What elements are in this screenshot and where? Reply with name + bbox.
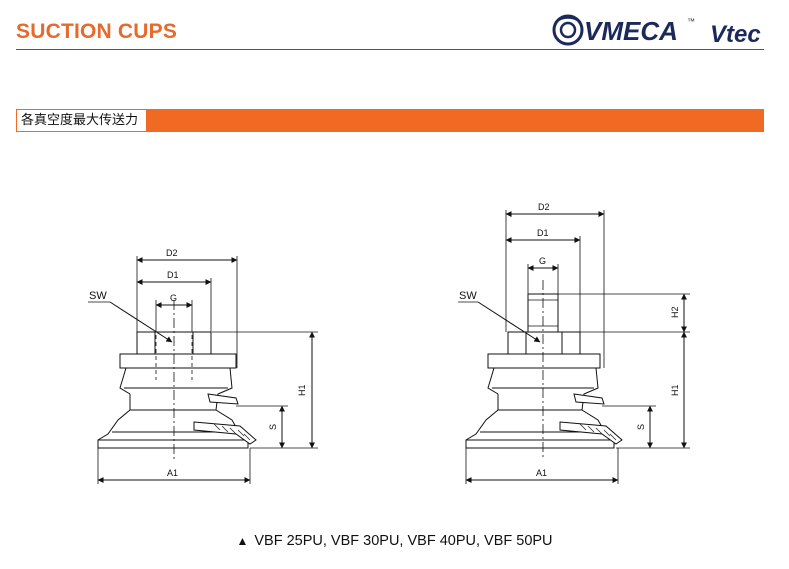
header-divider — [16, 49, 764, 50]
dim-sw-right: SW — [459, 290, 477, 302]
dim-a1-right: A1 — [536, 468, 547, 478]
cup-left-body — [97, 331, 257, 449]
dim-g-left: G — [170, 293, 177, 303]
technical-drawing: D2 D1 G SW H1 S A1 — [88, 202, 690, 484]
dim-h1-right: H1 — [670, 384, 680, 396]
drawing-right-labels: D2 D1 G SW H2 H1 S A1 — [459, 202, 680, 478]
drawing-left-labels: D2 D1 G SW H1 S A1 — [89, 248, 307, 478]
dim-s-left: S — [268, 424, 278, 430]
drawing-right — [458, 210, 690, 484]
section-band: 各真空度最大传送力 — [16, 109, 764, 132]
cup-left-section — [193, 393, 257, 445]
logo-trademark: ™ — [687, 17, 695, 26]
dim-d2-left: D2 — [166, 248, 178, 258]
cup-right-body — [465, 293, 623, 449]
section-label: 各真空度最大传送力 — [16, 109, 148, 132]
dim-a1-left: A1 — [167, 468, 178, 478]
logo-sub: Vtec — [710, 21, 761, 48]
dim-h2-right: H2 — [670, 306, 680, 318]
figure-caption: ▲ VBF 25PU, VBF 30PU, VBF 40PU, VBF 50PU — [0, 533, 789, 549]
vmeca-logo: VMECA ™ Vtec — [552, 14, 761, 48]
dim-sw-left: SW — [89, 290, 107, 302]
caption-text: VBF 25PU, VBF 30PU, VBF 40PU, VBF 50PU — [254, 533, 553, 549]
triangle-icon: ▲ — [236, 534, 249, 548]
logo-brand: VMECA — [584, 16, 678, 46]
dim-d1-right: D1 — [537, 228, 549, 238]
drawing-left — [88, 256, 318, 484]
cup-right-section — [559, 393, 623, 445]
page-title: SUCTION CUPS — [16, 20, 178, 43]
dim-g-right: G — [539, 256, 546, 266]
dim-s-right: S — [636, 424, 646, 430]
dim-h1-left: H1 — [297, 384, 307, 396]
dim-d1-left: D1 — [167, 270, 179, 280]
dim-d2-right: D2 — [538, 202, 550, 212]
vmeca-emblem-icon — [552, 14, 584, 46]
